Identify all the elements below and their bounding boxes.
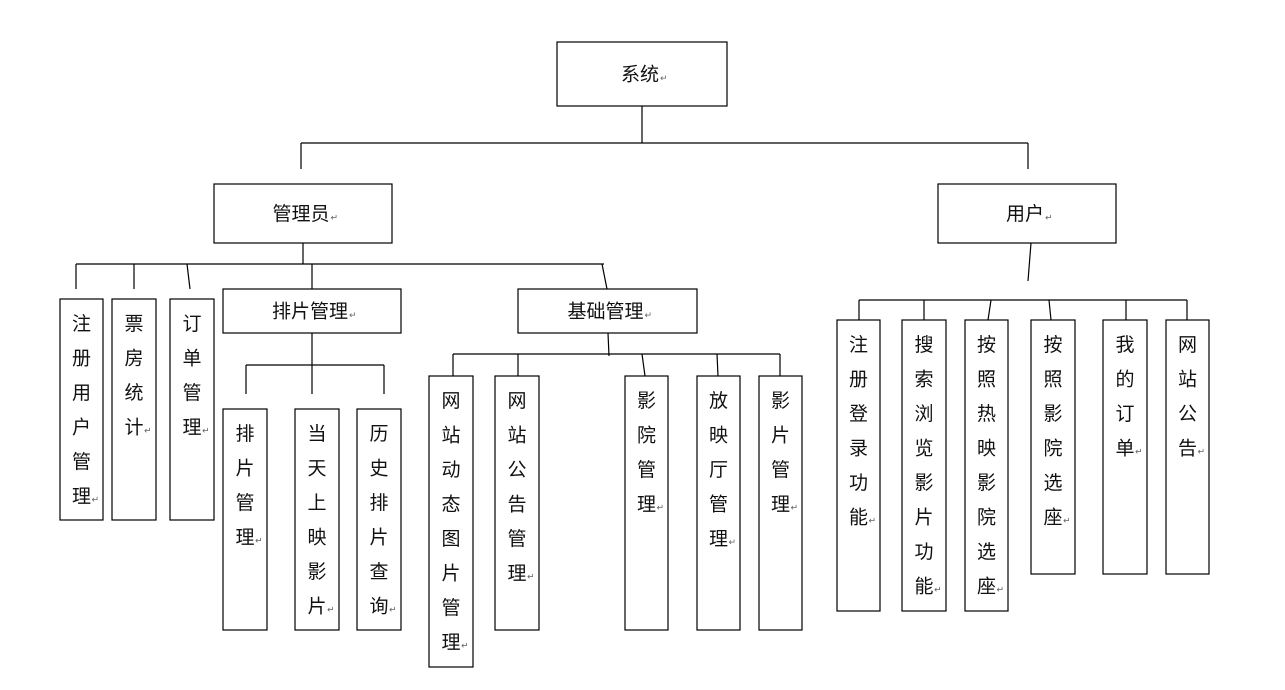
return-mark: ↵ [660, 74, 668, 84]
node-label: 影片管理 [771, 390, 790, 516]
return-mark: ↵ [997, 586, 1005, 596]
return-mark: ↵ [202, 427, 210, 437]
node-label: 我的订单 [1115, 334, 1134, 460]
node-user: 用户↵ [937, 183, 1117, 244]
node-box [937, 183, 1117, 244]
connector-from-root [300, 106, 1029, 169]
node-register-login: 注册登录功能↵ [836, 319, 881, 612]
node-box [624, 375, 669, 631]
return-mark: ↵ [461, 642, 469, 652]
node-label: 基础管理 [567, 301, 643, 323]
node-box [213, 183, 393, 244]
node-label: 放映厅管理 [709, 390, 728, 550]
return-mark: ↵ [1135, 448, 1143, 458]
node-box [556, 41, 728, 107]
node-box [222, 288, 402, 334]
node-label: 搜索浏览影片功能 [914, 334, 933, 598]
return-mark: ↵ [657, 504, 665, 514]
node-reg-user-mgmt: 注册用户管理↵ [59, 298, 104, 521]
return-mark: ↵ [389, 606, 397, 616]
node-history-query: 历史排片查询↵ [356, 408, 402, 631]
connector-from-user [858, 242, 1188, 321]
node-label: 按照热映影院选座 [977, 334, 996, 598]
return-mark: ↵ [791, 504, 799, 514]
return-mark: ↵ [729, 538, 737, 548]
node-label: 订单管理 [182, 313, 201, 439]
node-box [836, 319, 881, 612]
return-mark: ↵ [331, 214, 339, 224]
node-box [901, 319, 947, 612]
node-label: 按照影院选座 [1043, 334, 1062, 529]
node-box [1102, 319, 1148, 575]
return-mark: ↵ [144, 427, 152, 437]
node-schedule-sub: 排片管理↵ [222, 408, 268, 631]
node-box [59, 298, 104, 521]
node-label: 历史排片查询 [369, 423, 388, 618]
return-mark: ↵ [869, 517, 877, 527]
node-admin: 管理员↵ [213, 183, 393, 244]
node-label: 注册用户管理 [72, 313, 91, 508]
return-mark: ↵ [92, 496, 100, 506]
node-today-movies: 当天上映影片↵ [294, 408, 340, 631]
node-hot-seat: 按照热映影院选座↵ [964, 319, 1009, 612]
node-box [222, 408, 268, 631]
connector-from-basic-mgmt [452, 332, 781, 377]
connector-from-schedule-mgmt [245, 333, 385, 394]
node-label: 当天上映影片 [307, 423, 326, 618]
node-label: 排片管理 [272, 301, 348, 323]
node-box [356, 408, 402, 631]
connector-layer [75, 106, 1188, 394]
node-search-browse: 搜索浏览影片功能↵ [901, 319, 947, 612]
node-cinema-seat: 按照影院选座↵ [1030, 319, 1076, 575]
node-label: 系统 [621, 64, 659, 86]
node-box [1030, 319, 1076, 575]
node-label: 用户 [1006, 203, 1044, 225]
node-box [517, 288, 698, 334]
node-label: 网站动态图片管理 [441, 390, 460, 654]
return-mark: ↵ [527, 573, 535, 583]
node-order-mgmt: 订单管理↵ [169, 298, 215, 521]
node-box [294, 408, 340, 631]
node-box [169, 298, 215, 521]
node-box [964, 319, 1009, 612]
connector-from-admin [75, 243, 608, 290]
return-mark: ↵ [1045, 214, 1053, 224]
node-schedule-mgmt: 排片管理↵ [222, 288, 402, 334]
node-box-office: 票房统计↵ [111, 298, 157, 521]
return-mark: ↵ [255, 537, 263, 547]
node-label: 影院管理 [637, 390, 656, 516]
node-box [696, 375, 741, 631]
node-box [428, 375, 474, 668]
node-label: 排片管理 [235, 423, 254, 549]
node-label: 票房统计 [124, 313, 143, 439]
return-mark: ↵ [349, 311, 357, 321]
return-mark: ↵ [934, 586, 942, 596]
return-mark: ↵ [327, 606, 335, 616]
node-label: 网站公告管理 [507, 390, 526, 585]
node-site-notice: 网站公告↵ [1165, 319, 1210, 575]
return-mark: ↵ [1198, 448, 1206, 458]
node-basic-mgmt: 基础管理↵ [517, 288, 698, 334]
node-site-news-img: 网站动态图片管理↵ [428, 375, 474, 668]
return-mark: ↵ [1063, 517, 1071, 527]
node-layer: 系统↵管理员↵注册用户管理↵票房统计↵订单管理↵排片管理↵排片管理↵当天上映影片… [59, 41, 1210, 668]
node-root: 系统↵ [556, 41, 728, 107]
node-label: 注册登录功能 [849, 334, 868, 529]
node-box [1165, 319, 1210, 575]
node-my-orders: 我的订单↵ [1102, 319, 1148, 575]
return-mark: ↵ [645, 311, 653, 321]
node-label: 网站公告 [1178, 334, 1197, 460]
node-hall-mgmt: 放映厅管理↵ [696, 375, 741, 631]
node-site-notice-mgmt: 网站公告管理↵ [494, 375, 540, 631]
node-box [758, 375, 803, 631]
node-movie-mgmt: 影片管理↵ [758, 375, 803, 631]
node-box [111, 298, 157, 521]
node-label: 管理员 [272, 203, 329, 225]
node-cinema-mgmt: 影院管理↵ [624, 375, 669, 631]
node-box [494, 375, 540, 631]
